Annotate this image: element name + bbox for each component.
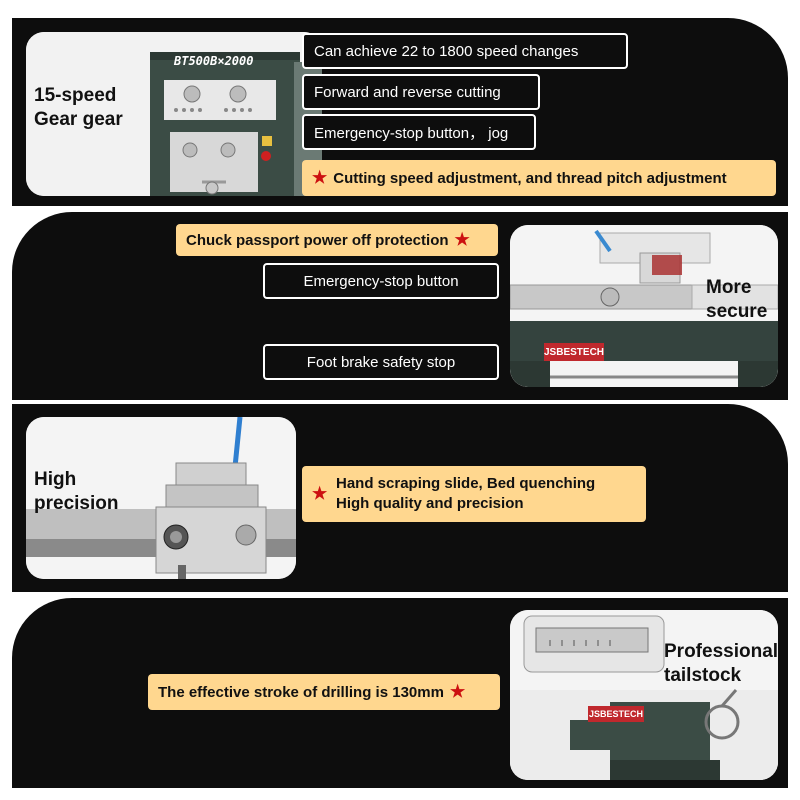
- callout-foot-brake: Foot brake safety stop: [263, 344, 499, 380]
- feature-label-tailstock: Professional tailstock: [664, 641, 779, 686]
- feature-label-precision: High precision: [34, 469, 119, 514]
- callout-emergency-jog: Emergency-stop button， jog: [302, 114, 536, 150]
- headstock-illustration: [26, 32, 322, 196]
- brand-logo: JSBESTECH: [544, 343, 604, 361]
- highlight-speed-thread: ★ Cutting speed adjustment, and thread p…: [302, 160, 776, 196]
- highlight-scraping-precision: ★ Hand scraping slide, Bed quenching Hig…: [302, 466, 646, 522]
- section-1-image-panel: BT500B×2000: [26, 32, 322, 196]
- star-icon: ★: [312, 484, 328, 503]
- machine-model-label: BT500B×2000: [174, 54, 254, 68]
- star-icon: ★: [454, 230, 470, 249]
- star-icon: ★: [449, 682, 466, 701]
- feature-label-secure: More secure: [706, 277, 768, 322]
- callout-speed-changes: Can achieve 22 to 1800 speed changes: [302, 33, 628, 69]
- carriage-illustration: [26, 417, 296, 579]
- section-4-image-panel: JSBESTECH: [510, 610, 778, 780]
- highlight-drilling-stroke: The effective stroke of drilling is 130m…: [148, 674, 500, 710]
- callout-forward-reverse: Forward and reverse cutting: [302, 74, 540, 110]
- star-icon: ★: [312, 168, 328, 187]
- feature-label-gear: 15-speed Gear gear: [34, 85, 123, 130]
- section-2-image-panel: JSBESTECH: [510, 225, 778, 387]
- brand-logo: JSBESTECH: [588, 706, 644, 722]
- section-3-image-panel: [26, 417, 296, 579]
- highlight-chuck-protection: Chuck passport power off protection ★: [176, 224, 498, 256]
- callout-emergency-stop: Emergency-stop button: [263, 263, 499, 299]
- tailstock-illustration: [510, 610, 778, 780]
